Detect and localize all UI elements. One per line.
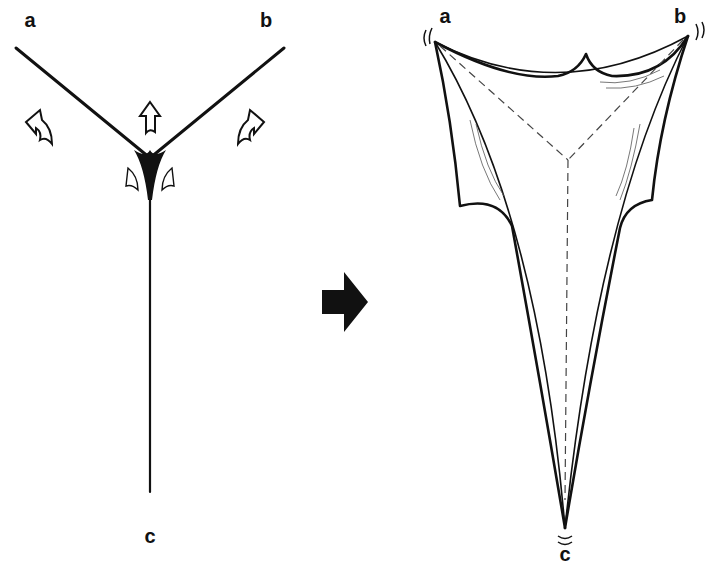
vertex-label: b [260, 10, 272, 30]
vertex-label: a [439, 6, 450, 26]
vertex-label: a [24, 10, 35, 30]
vertex-label: c [559, 544, 570, 564]
vertex-label: c [144, 526, 155, 546]
vertex-label: b [674, 6, 686, 26]
